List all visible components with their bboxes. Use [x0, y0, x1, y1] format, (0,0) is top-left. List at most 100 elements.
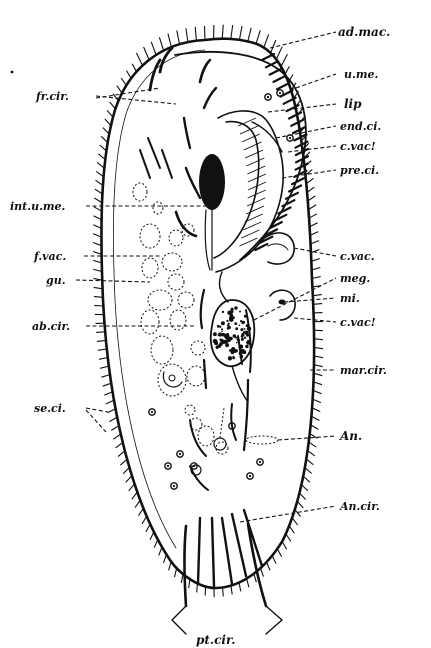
food-vacuole — [142, 258, 158, 278]
membrane-hatch-line — [244, 142, 262, 150]
meganucleus-stipple — [221, 321, 225, 325]
meganucleus-stipple — [218, 332, 222, 336]
cilium — [305, 468, 312, 474]
meganucleus-stipple — [217, 325, 220, 328]
meganucleus-stipple — [244, 328, 246, 330]
label-An-cir: An.cir. — [339, 500, 380, 513]
cilium — [97, 163, 104, 169]
cilium — [189, 579, 190, 588]
meganucleus-stipple — [239, 311, 241, 313]
meganucleus-stipple — [246, 346, 248, 348]
cilium — [99, 358, 108, 360]
stray-dot — [11, 71, 14, 74]
cilium — [103, 128, 109, 134]
label-ab-cir: ab.cir. — [32, 320, 70, 333]
label-c-vac-upper: c.vac! — [340, 140, 376, 153]
cilium — [104, 392, 112, 395]
meganucleus-stipple — [227, 327, 230, 330]
cilium — [113, 434, 120, 439]
cilium — [271, 40, 276, 53]
cilium — [135, 500, 140, 507]
meganucleus-stipple — [214, 341, 218, 345]
label-c-vac-lower: c.vac! — [340, 316, 376, 329]
membrane-hatch-line — [246, 158, 264, 166]
granule-core — [249, 475, 251, 477]
cilium — [222, 25, 223, 39]
cilium — [159, 37, 163, 50]
cilium — [313, 304, 322, 305]
cilium — [292, 518, 298, 525]
meganucleus-stipple — [225, 334, 230, 339]
oral-apparatus — [199, 111, 283, 272]
cilium — [94, 287, 103, 288]
label-ad-mac: ad.mac. — [338, 25, 390, 39]
meganucleus-stipple — [232, 357, 235, 360]
meganucleus-stipple — [244, 337, 246, 339]
meganucleus-stipple — [246, 332, 248, 334]
cilium — [169, 562, 172, 571]
cilium — [276, 47, 282, 60]
membranelle — [277, 83, 289, 89]
cilium — [146, 524, 150, 532]
food-vacuole — [168, 274, 184, 290]
cilium — [96, 180, 103, 185]
meganucleus-stipple — [222, 311, 224, 313]
granule-core — [167, 465, 169, 467]
cilium — [96, 332, 105, 333]
cilium — [311, 416, 319, 420]
label-gu: gu. — [46, 274, 66, 287]
cilium — [107, 110, 113, 117]
cilium — [93, 234, 101, 238]
cilium — [105, 119, 111, 126]
cilium — [116, 442, 123, 448]
food-vacuole — [185, 405, 195, 415]
cilium — [297, 501, 303, 508]
cilium — [111, 426, 119, 431]
label-se-ci: se.ci. — [34, 402, 66, 415]
granule-core — [259, 461, 261, 463]
membrane-hatch-line — [242, 134, 260, 142]
granule-core — [267, 96, 269, 98]
food-vacuole — [162, 253, 182, 271]
cilium — [117, 86, 122, 93]
cilium — [260, 568, 263, 576]
meganucleus-stipple — [235, 337, 237, 339]
food-vacuole — [140, 224, 160, 248]
meganucleus-stipple — [228, 323, 230, 325]
meganucleus-stipple — [229, 349, 232, 352]
frontal-cirri — [140, 48, 216, 236]
membranelle — [262, 54, 274, 60]
cilium — [144, 47, 150, 60]
meganucleus-stipple — [239, 325, 241, 327]
cilium — [306, 178, 313, 184]
granule-core — [289, 137, 291, 139]
cilium — [98, 349, 107, 350]
cilium — [314, 373, 323, 375]
label-c-vac-mid: c.vac. — [340, 250, 375, 263]
cilium — [98, 154, 105, 160]
cilium — [127, 71, 132, 79]
cilium — [136, 53, 142, 66]
meganucleus-stipple — [230, 337, 232, 339]
cilium — [118, 451, 125, 457]
cilium — [110, 102, 116, 109]
cilium — [295, 510, 301, 517]
meganucleus-stipple — [234, 322, 237, 325]
label-int-u-me: int.u.me. — [10, 200, 66, 213]
meganucleus-stipple — [236, 342, 238, 344]
cilium — [121, 78, 126, 86]
cilium — [239, 583, 241, 592]
membrane-hatch-line — [247, 198, 265, 206]
label-end-ci: end.ci. — [340, 120, 381, 133]
food-vacuoles — [133, 183, 228, 475]
cilium — [309, 442, 317, 447]
cilium — [310, 232, 318, 236]
cilium — [248, 28, 251, 42]
cilium — [286, 534, 291, 542]
cilium — [123, 467, 129, 473]
meganucleus-stipple — [224, 340, 228, 344]
meganucleus-stipple — [235, 327, 238, 330]
meganucleus-stipple — [213, 332, 217, 336]
cilium — [168, 34, 172, 48]
cilium — [195, 27, 196, 41]
